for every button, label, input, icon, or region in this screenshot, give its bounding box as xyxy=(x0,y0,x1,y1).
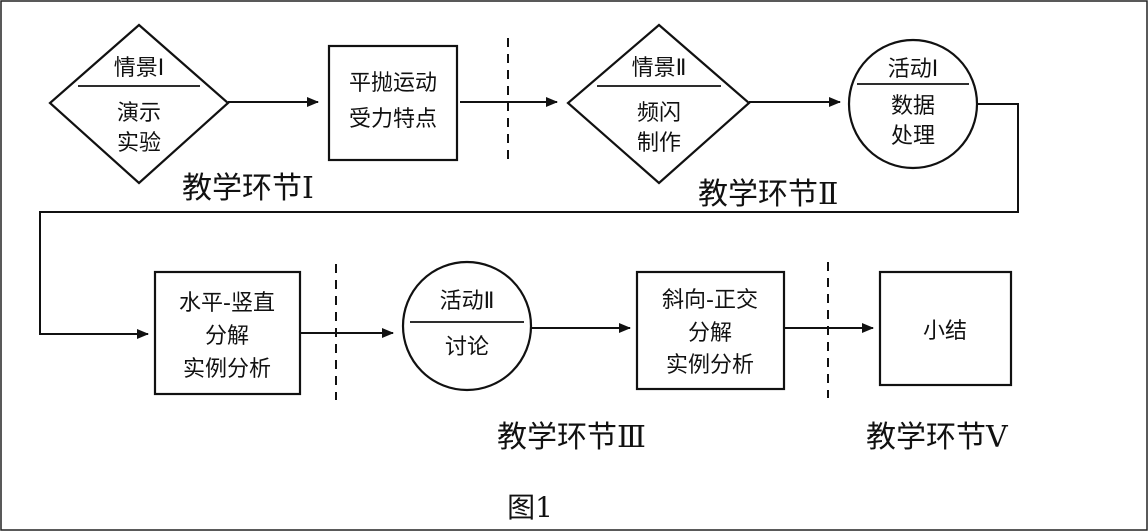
activity2-title: 活动Ⅱ xyxy=(440,289,495,314)
activity2-circle: 活动Ⅱ 讨论 xyxy=(401,260,533,392)
activity1-line1: 数据 xyxy=(891,94,935,119)
stage5-label: 教学环节Ⅴ xyxy=(866,420,1009,455)
box2-line2: 分解 xyxy=(205,324,249,349)
stage2-label: 教学环节Ⅱ xyxy=(698,177,838,212)
scene1-title: 情景Ⅰ xyxy=(114,56,165,81)
box2-rect: 水平-竖直 分解 实例分析 xyxy=(153,270,302,396)
box2-line3: 实例分析 xyxy=(183,357,271,382)
scene1-line1: 演示 xyxy=(117,101,161,126)
box4-rect: 小结 xyxy=(878,270,1013,387)
box4-line1: 小结 xyxy=(923,319,967,344)
box2-line1: 水平-竖直 xyxy=(179,291,275,316)
box1-rect: 平抛运动 受力特点 xyxy=(327,44,459,162)
box3-line2: 分解 xyxy=(688,321,732,346)
box1-line2: 受力特点 xyxy=(349,107,437,132)
activity2-line1: 讨论 xyxy=(445,335,489,360)
scene2-line1: 频闪 xyxy=(637,101,681,126)
activity1-title: 活动Ⅰ xyxy=(888,57,939,82)
box3-line3: 实例分析 xyxy=(666,353,754,378)
scene1-line2: 实验 xyxy=(117,131,161,156)
scene2-title: 情景Ⅱ xyxy=(632,56,687,81)
stage1-label: 教学环节Ⅰ xyxy=(182,171,314,206)
box3-line1: 斜向-正交 xyxy=(662,288,758,313)
activity1-line2: 处理 xyxy=(891,124,935,149)
stage3-label: 教学环节Ⅲ xyxy=(497,420,646,455)
scene1-diamond: 情景Ⅰ 演示 实验 xyxy=(48,23,230,185)
box3-rect: 斜向-正交 分解 实例分析 xyxy=(635,270,786,391)
scene2-line2: 制作 xyxy=(637,131,681,156)
connector-row1-to-row2 xyxy=(39,103,1019,339)
figure-caption: 图1 xyxy=(507,491,553,524)
scene2-diamond: 情景Ⅱ 频闪 制作 xyxy=(566,23,751,185)
box1-line1: 平抛运动 xyxy=(349,71,437,96)
activity1-circle: 活动Ⅰ 数据 处理 xyxy=(847,38,979,170)
